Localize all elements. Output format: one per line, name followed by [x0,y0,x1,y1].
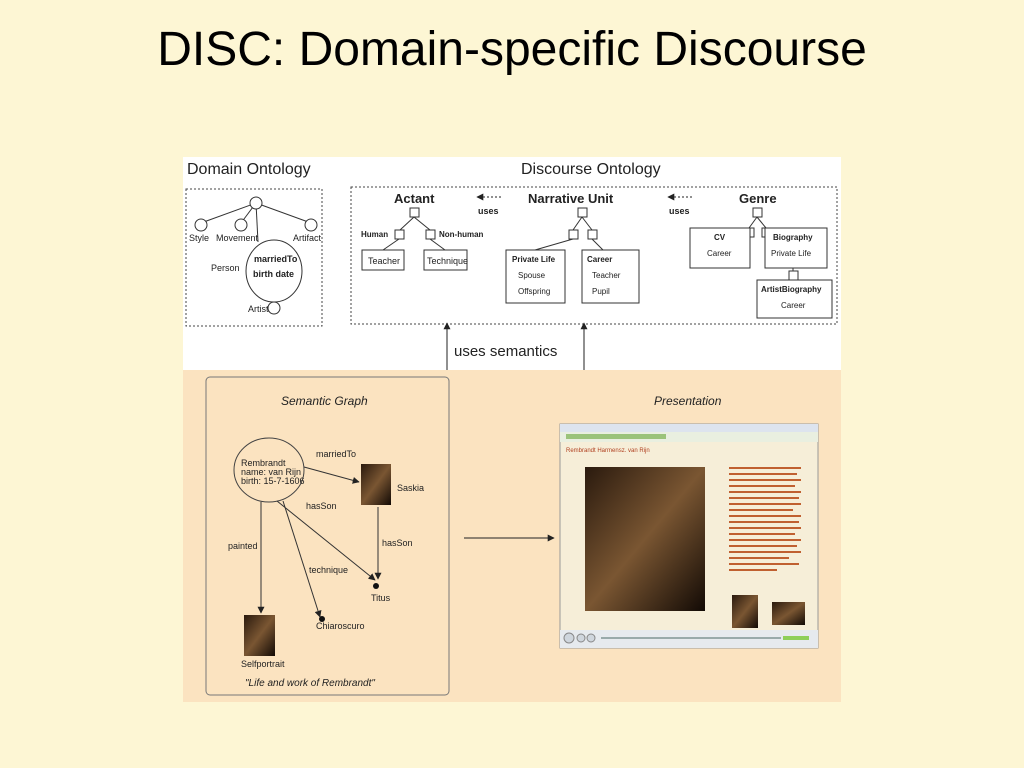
artifact-node [304,218,318,232]
artist-node [267,301,281,315]
movement-label: Movement [216,233,259,243]
spouse-label: Spouse [518,271,546,280]
teacher-box [361,249,405,271]
semantic-graph-box [205,376,450,696]
private-life-box [505,249,566,304]
uses-semantics-label: uses semantics [454,343,557,360]
pupil-label: Pupil [592,287,610,296]
rembrandt-name: Rembrandt [241,458,286,468]
biography-title: Biography [773,233,813,242]
semantic-graph-edges [257,466,382,618]
presentation-window: Rembrandt Harmensz. van Rijn [559,423,819,649]
person-label: Person [211,263,240,273]
domain-root-node [249,196,263,210]
genre-title: Genre [739,191,777,206]
married-to-label: marriedTo [254,254,298,264]
movement-node [234,218,248,232]
technique-edge-label: technique [309,565,348,575]
rembrandt-birth: birth: 15-7-1606 [241,476,305,486]
career-box [581,249,640,304]
artist-biography-box [756,279,833,319]
career-node [587,229,598,240]
titus-node [373,583,379,589]
technique-box [423,249,468,271]
actant-title: Actant [394,191,435,206]
play-button[interactable] [563,632,575,644]
uses-label-2: uses [669,206,690,216]
painted-edge-label: painted [228,541,258,551]
has-son-edge-label-2: hasSon [382,538,413,548]
cv-career-label: Career [707,249,732,258]
non-human-label: Non-human [439,230,484,239]
chiaroscuro-node [319,616,325,622]
married-to-edge-label: marriedTo [316,449,356,459]
technique-box-label: Technique [427,256,468,266]
thumbnail-1 [732,595,758,628]
cv-box [689,227,751,269]
artifact-label: Artifact [293,233,322,243]
domain-ontology-heading: Domain Ontology [187,161,311,178]
actant-node [409,207,420,218]
career-title: Career [587,255,612,264]
artist-biography-title: ArtistBiography [761,285,822,294]
titus-label: Titus [371,593,391,603]
artist-label: Artist [248,304,269,314]
rembrandt-surname: name: van Rijn [241,467,301,477]
biography-private-life-label: Private Life [771,249,812,258]
semantic-graph-title: Semantic Graph [281,394,368,408]
cv-title: CV [714,233,726,242]
style-node [194,218,208,232]
offspring-label: Offspring [518,287,550,296]
artist-biography-career-label: Career [781,301,806,310]
chiaroscuro-label: Chiaroscuro [316,621,365,631]
slide-title: DISC: Domain-specific Discourse [157,23,867,76]
teacher-box-label: Teacher [368,256,400,266]
saskia-label: Saskia [397,483,424,493]
saskia-thumbnail [361,464,391,505]
thumbnail-2 [772,602,805,625]
biography-text-lines [729,467,801,571]
rembrandt-node [233,437,305,503]
human-node [394,229,405,240]
career-teacher-label: Teacher [592,271,621,280]
private-life-title: Private Life [512,255,556,264]
style-label: Style [189,233,209,243]
has-son-edge-label-1: hasSon [306,501,337,511]
selfportrait-label: Selfportrait [241,659,285,669]
genre-node [752,207,763,218]
domain-ontology-box [185,188,323,327]
artist-biography-node [788,270,799,281]
discourse-ontology-box [350,186,838,325]
human-label: Human [361,230,388,239]
non-human-node [425,229,436,240]
private-life-node [568,229,579,240]
narrative-unit-title: Narrative Unit [528,191,614,206]
selfportrait-thumbnail [244,615,275,656]
biography-box [764,227,828,269]
semantic-graph-caption: "Life and work of Rembrandt" [245,678,375,689]
presentation-window-title: Rembrandt Harmensz. van Rijn [566,448,650,454]
presentation-title: Presentation [654,394,722,408]
discourse-ontology-heading: Discourse Ontology [521,161,661,178]
uses-label-1: uses [478,206,499,216]
disc-figure: Domain Ontology Style Movement Artifact … [183,157,841,702]
birth-date-label: birth date [253,269,294,279]
main-portrait [585,467,705,611]
narrative-unit-node [577,207,588,218]
